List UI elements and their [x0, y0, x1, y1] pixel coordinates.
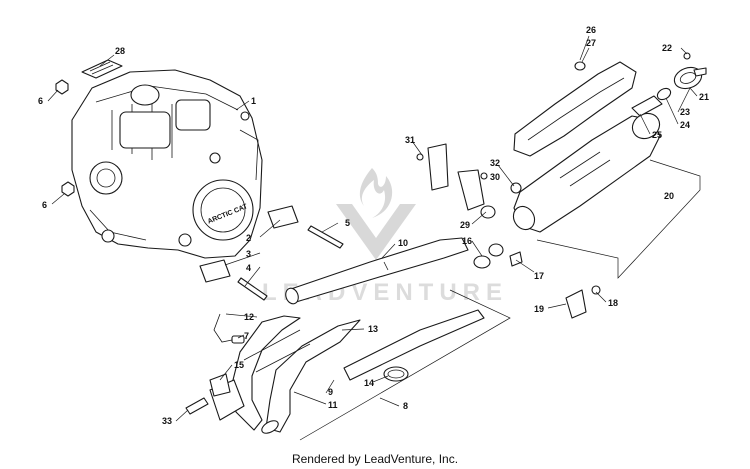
callout-33: 33 — [162, 416, 172, 426]
callout-7: 7 — [244, 331, 249, 341]
group-brackets — [299, 159, 701, 441]
callout-labels: 1 2 3 4 5 6 6 7 8 9 10 11 12 13 14 15 16… — [38, 25, 709, 426]
muffler-clamp — [565, 285, 601, 319]
callout-29: 29 — [460, 220, 470, 230]
callout-11: 11 — [328, 400, 338, 410]
pipe-strap — [383, 366, 409, 382]
oxygen-sensor — [185, 313, 245, 415]
muffler-bracket — [416, 143, 522, 219]
callout-6a: 6 — [38, 96, 43, 106]
callout-30: 30 — [490, 172, 500, 182]
callout-12: 12 — [244, 312, 254, 322]
callout-28: 28 — [115, 46, 125, 56]
callout-3: 3 — [246, 249, 251, 259]
muffler-heat-shield — [513, 61, 637, 157]
callout-4: 4 — [246, 263, 251, 273]
callout-15: 15 — [234, 360, 244, 370]
engine-mount-bolts — [55, 79, 75, 197]
callout-1: 1 — [251, 96, 256, 106]
callout-5: 5 — [345, 218, 350, 228]
callout-23: 23 — [680, 107, 690, 117]
tailpipe-and-gaskets — [631, 52, 707, 117]
callout-27: 27 — [586, 38, 596, 48]
footer-credit: Rendered by LeadVenture, Inc. — [291, 452, 459, 466]
header-pipes — [209, 309, 485, 434]
callout-20: 20 — [664, 191, 674, 201]
label-plate-part — [81, 59, 123, 79]
callout-9: 9 — [328, 387, 333, 397]
watermark-chevron-logo — [336, 204, 416, 260]
muffler-body — [512, 112, 661, 233]
callout-8: 8 — [403, 401, 408, 411]
callout-13: 13 — [368, 324, 378, 334]
callout-17: 17 — [534, 271, 544, 281]
callout-18: 18 — [608, 298, 618, 308]
leader-lines — [47, 35, 698, 422]
callout-25: 25 — [652, 130, 662, 140]
callout-19: 19 — [534, 304, 544, 314]
callout-16: 16 — [462, 236, 472, 246]
callout-31: 31 — [405, 135, 415, 145]
watermark-flame-logo — [359, 168, 393, 218]
callout-26: 26 — [586, 25, 596, 35]
callout-22: 22 — [662, 43, 672, 53]
engine-assembly: ARCTIC CAT — [71, 69, 263, 259]
callout-32: 32 — [490, 158, 500, 168]
callout-2: 2 — [246, 233, 251, 243]
callout-24: 24 — [680, 120, 690, 130]
callout-21: 21 — [699, 92, 709, 102]
pipe-coupler — [473, 243, 523, 269]
mount-spacers-and-bolts — [199, 205, 344, 301]
callout-10: 10 — [398, 238, 408, 248]
callout-6b: 6 — [42, 200, 47, 210]
mid-pipe — [285, 237, 469, 305]
callout-14: 14 — [364, 378, 374, 388]
